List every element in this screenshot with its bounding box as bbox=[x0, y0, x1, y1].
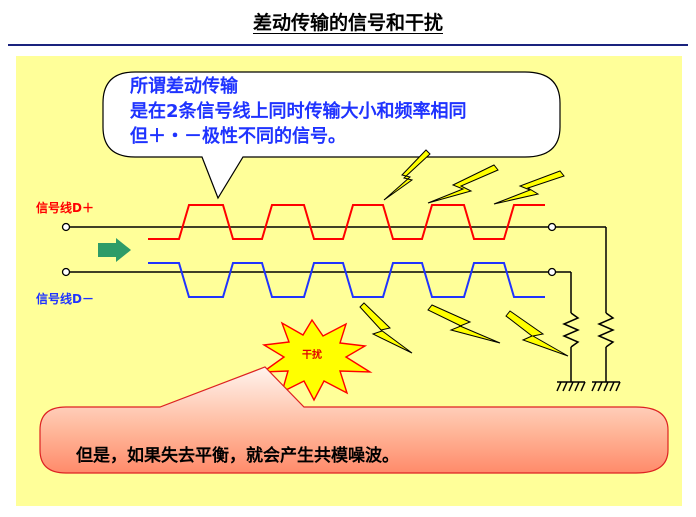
ground-symbol-2 bbox=[591, 381, 621, 392]
callout-line-3: 但＋・－极性不同的信号。 bbox=[130, 126, 346, 147]
ground-symbol-1 bbox=[556, 381, 586, 392]
lightning-bolt-icon bbox=[493, 170, 565, 205]
terminal-out-bottom bbox=[547, 267, 557, 277]
noise-label: 干扰 bbox=[302, 350, 322, 361]
terminal-in-top bbox=[61, 222, 71, 232]
waveform-d-minus bbox=[148, 262, 545, 298]
lightning-bolt-icon bbox=[427, 164, 499, 204]
bottom-note: 但是，如果失去平衡，就会产生共模噪波。 bbox=[76, 446, 399, 466]
direction-arrow bbox=[98, 238, 131, 262]
lightning-bolt-icon bbox=[427, 304, 501, 344]
terminal-out-top bbox=[547, 222, 557, 232]
callout-line-2: 是在2条信号线上同时传输大小和频率相同 bbox=[130, 101, 467, 122]
terminal-in-bottom bbox=[61, 267, 71, 277]
label-signal-d-plus: 信号线D＋ bbox=[36, 201, 94, 215]
label-signal-d-minus: 信号线D－ bbox=[36, 292, 94, 306]
bottom-callout bbox=[39, 366, 669, 474]
lightning-bolt-icon bbox=[383, 149, 431, 201]
lightning-bolt-icon bbox=[359, 302, 413, 354]
page-title: 差动传输的信号和干扰 bbox=[252, 12, 443, 34]
termination-resistor-minus bbox=[562, 272, 580, 382]
callout-bubble bbox=[102, 71, 561, 200]
callout-line-1: 所谓差动传输 bbox=[130, 76, 238, 97]
termination-resistor-plus bbox=[597, 227, 615, 382]
callout-text: 所谓差动传输 是在2条信号线上同时传输大小和频率相同 但＋・－极性不同的信号。 bbox=[130, 74, 550, 149]
noise-burst-icon bbox=[260, 318, 373, 402]
waveform-d-plus bbox=[148, 204, 545, 240]
lightning-bolt-icon bbox=[505, 310, 569, 357]
title-rule bbox=[8, 44, 688, 46]
